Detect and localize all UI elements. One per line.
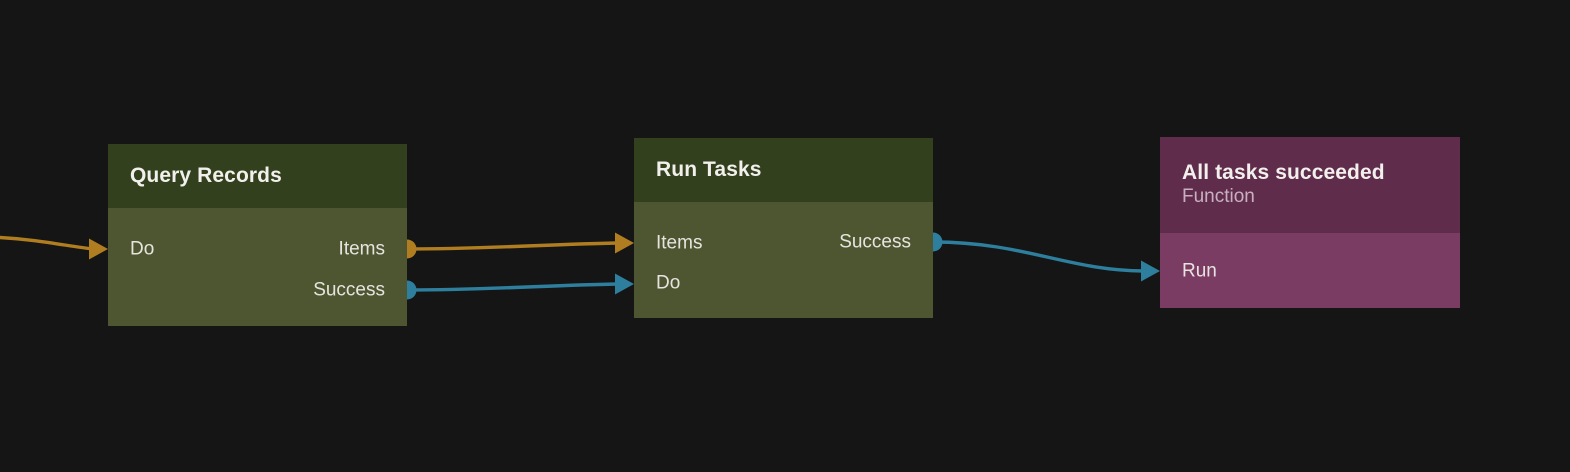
edge-path [405,241,622,251]
input-port-items[interactable]: Items [656,234,702,253]
port-label: Do [656,272,681,294]
node-title: Run Tasks [656,157,762,181]
port-label: Items [338,238,385,260]
edge-flow[interactable] [397,273,635,300]
port-label: Run [1182,260,1217,282]
input-port-do[interactable]: Do [130,240,154,259]
node-subtitle: Function [1182,186,1255,208]
edge-flow[interactable] [923,232,1161,282]
port-label: Items [656,232,703,254]
port-arrow[interactable] [615,232,634,254]
input-port-run[interactable]: Run [1182,262,1217,281]
edge-path [931,240,1148,273]
output-port-items[interactable]: Items [339,240,385,259]
node-body: Run [1160,233,1460,308]
node-header[interactable]: Query Records [108,144,407,208]
input-port-do[interactable]: Do [656,274,680,293]
node-title: All tasks succeeded [1182,161,1385,185]
port-label: Do [130,238,155,260]
edge-data[interactable] [0,235,108,260]
port-arrow[interactable] [89,238,108,260]
output-port-success[interactable]: Success [313,281,385,300]
node-title: Query Records [130,163,282,187]
port-label: Success [839,231,911,253]
node-header[interactable]: Run Tasks [634,138,933,202]
output-port-success[interactable]: Success [839,233,911,252]
port-arrow[interactable] [615,273,634,295]
port-arrow[interactable] [1141,260,1160,282]
edge-data[interactable] [397,232,635,259]
port-label: Success [313,279,385,301]
edge-path [0,235,96,251]
edge-path [405,282,622,292]
